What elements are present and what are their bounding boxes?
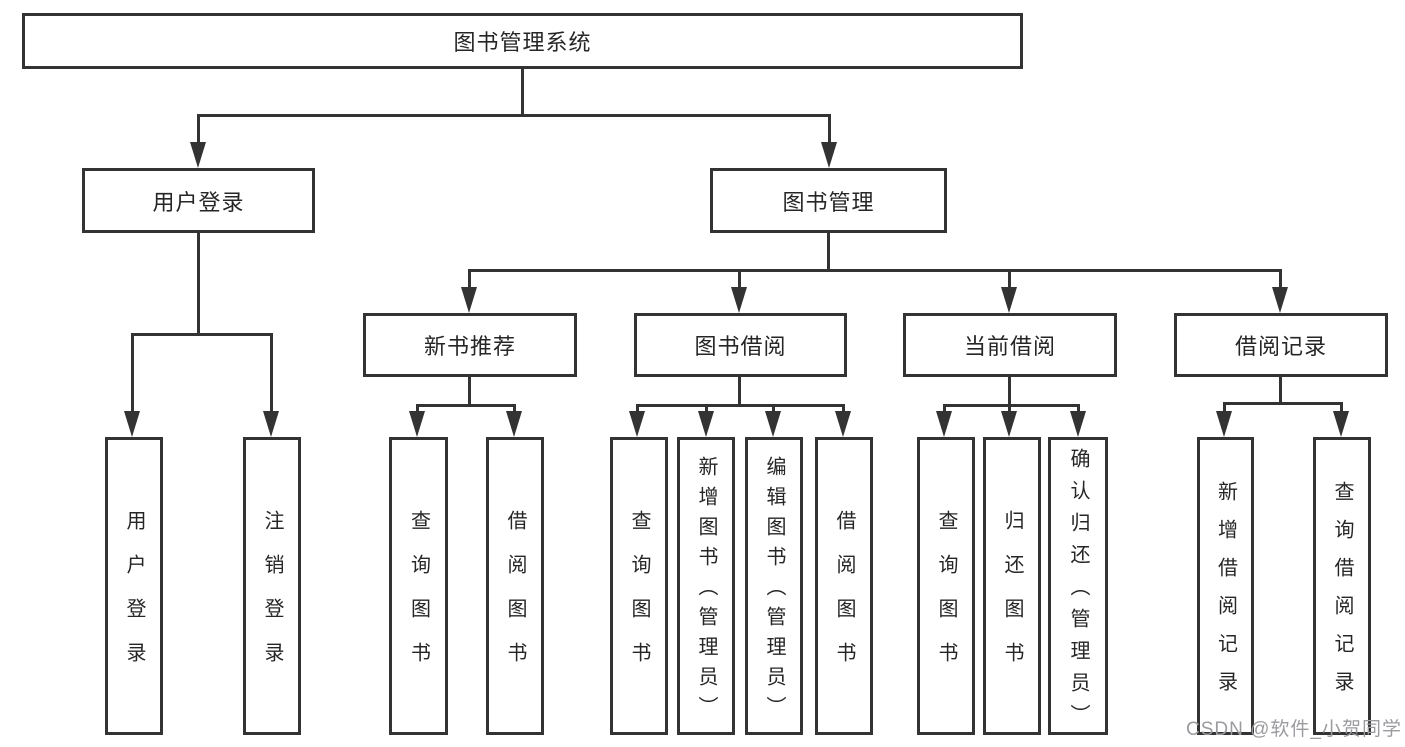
node-label: 新增借阅记录 <box>1214 481 1237 709</box>
node-new-book-recommend: 新书推荐 <box>363 313 577 377</box>
node-label: 新书推荐 <box>423 334 516 359</box>
node-label: 确认归还（管理员） <box>1067 448 1089 736</box>
node-label: 图书管理 <box>782 189 875 215</box>
connector-line <box>1008 377 1011 407</box>
arrowhead-icon <box>698 411 714 437</box>
leaf-borrow-books-borrowing: 借阅图书 <box>815 437 873 735</box>
connector-line <box>1279 269 1282 291</box>
leaf-add-books-admin: 新增图书（管理员） <box>677 437 735 735</box>
node-current-borrowing: 当前借阅 <box>903 313 1117 377</box>
arrowhead-icon <box>1333 411 1349 437</box>
arrowhead-icon <box>731 287 747 313</box>
connector-line <box>416 404 419 414</box>
connector-line <box>636 404 639 414</box>
node-book-borrowing: 图书借阅 <box>634 313 847 377</box>
connector-line <box>828 114 831 146</box>
arrowhead-icon <box>124 411 140 437</box>
leaf-confirm-return-admin: 确认归还（管理员） <box>1048 437 1108 736</box>
connector-line <box>705 404 708 414</box>
connector-line <box>1223 402 1343 405</box>
arrowhead-icon <box>506 411 522 437</box>
connector-line <box>772 404 775 414</box>
leaf-query-books-borrowing: 查询图书 <box>610 437 668 735</box>
arrowhead-icon <box>629 411 645 437</box>
arrowhead-icon <box>765 411 781 437</box>
connector-line <box>842 404 845 414</box>
node-label: 借阅图书 <box>504 510 526 686</box>
connector-line <box>131 333 273 336</box>
connector-line <box>513 404 516 414</box>
connector-line <box>197 114 831 117</box>
connector-line <box>943 404 1080 407</box>
node-library-management-system: 图书管理系统 <box>22 13 1023 69</box>
csdn-watermark: CSDN @软件_小贺同学 <box>1186 719 1402 740</box>
node-label: 用户登录 <box>123 510 145 686</box>
connector-line <box>131 333 134 413</box>
arrowhead-icon <box>190 142 206 168</box>
node-label: 用户登录 <box>152 189 245 215</box>
arrowhead-icon <box>1272 287 1288 313</box>
node-book-management: 图书管理 <box>710 168 947 233</box>
connector-line <box>1340 402 1343 414</box>
node-label: 注销登录 <box>261 510 283 686</box>
node-label: 借阅图书 <box>833 510 855 686</box>
connector-line <box>197 233 200 336</box>
node-label: 当前借阅 <box>963 334 1056 359</box>
node-label: 查询借阅记录 <box>1331 481 1353 709</box>
arrowhead-icon <box>936 411 952 437</box>
node-label: 新增图书（管理员） <box>695 456 717 726</box>
arrowhead-icon <box>461 287 477 313</box>
arrowhead-icon <box>1001 287 1017 313</box>
leaf-user-login: 用户登录 <box>105 437 163 735</box>
connector-line <box>738 377 741 407</box>
node-label: 借阅记录 <box>1234 334 1327 359</box>
node-borrowing-records: 借阅记录 <box>1174 313 1388 377</box>
connector-line <box>197 114 200 146</box>
leaf-edit-books-admin: 编辑图书（管理员） <box>745 437 803 735</box>
connector-line <box>1008 404 1011 414</box>
leaf-borrow-books-recommend: 借阅图书 <box>486 437 544 735</box>
leaf-add-borrow-record: 新增借阅记录 <box>1197 437 1254 735</box>
arrowhead-icon <box>1001 411 1017 437</box>
arrowhead-icon <box>263 411 279 437</box>
connector-line <box>1223 402 1226 414</box>
leaf-query-borrow-record: 查询借阅记录 <box>1313 437 1371 735</box>
leaf-query-books-recommend: 查询图书 <box>389 437 448 735</box>
connector-line <box>468 377 471 407</box>
leaf-query-books-current: 查询图书 <box>917 437 975 735</box>
node-label: 编辑图书（管理员） <box>763 456 785 726</box>
connector-line <box>468 269 471 291</box>
connector-line <box>521 69 524 117</box>
node-label: 查询图书 <box>935 510 957 686</box>
connector-line <box>1077 404 1080 414</box>
connector-line <box>943 404 946 414</box>
node-label: 查询图书 <box>407 510 430 686</box>
leaf-return-books: 归还图书 <box>983 437 1041 735</box>
connector-line <box>270 333 273 413</box>
connector-line <box>827 233 830 272</box>
leaf-logout: 注销登录 <box>243 437 301 735</box>
connector-line <box>738 269 741 291</box>
connector-line <box>468 269 1282 272</box>
node-user-login: 用户登录 <box>82 168 315 233</box>
node-label: 查询图书 <box>628 510 650 686</box>
node-label: 图书借阅 <box>694 334 787 359</box>
arrowhead-icon <box>835 411 851 437</box>
connector-line <box>416 404 516 407</box>
node-label: 图书管理系统 <box>453 30 592 55</box>
connector-line <box>636 404 845 407</box>
connector-line <box>1279 377 1282 405</box>
node-label: 归还图书 <box>1001 510 1023 686</box>
connector-line <box>1008 269 1011 291</box>
arrowhead-icon <box>1216 411 1232 437</box>
arrowhead-icon <box>1070 411 1086 437</box>
arrowhead-icon <box>409 411 425 437</box>
arrowhead-icon <box>821 142 837 168</box>
